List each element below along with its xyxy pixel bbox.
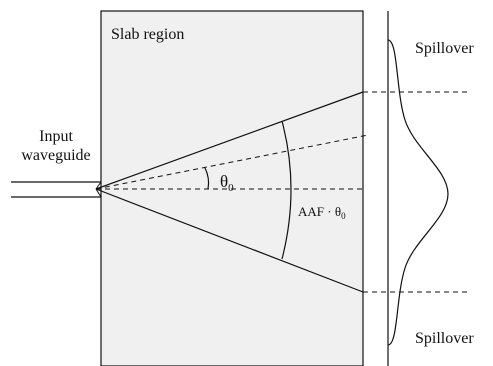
theta0-symbol: θ	[220, 172, 228, 191]
input-waveguide-label-line1: Input	[39, 128, 73, 145]
theta0-subscript: 0	[228, 182, 234, 194]
theta0-dashed-line	[95, 134, 369, 190]
field-distribution-curve	[387, 39, 449, 346]
input-waveguide-label-line2: waveguide	[21, 147, 90, 164]
fan-lower-boundary	[95, 188, 364, 293]
aaf-subscript: 0	[341, 211, 346, 221]
theta0-label: θ0	[220, 172, 234, 194]
spillover-bottom-label: Spillover	[415, 330, 474, 347]
spillover-top-label: Spillover	[415, 40, 474, 57]
waveguide-taper-top	[95, 181, 102, 190]
aaf-label: AAF · θ0	[298, 204, 346, 221]
theta0-arc	[204, 167, 210, 190]
aaf-text: AAF · θ	[298, 204, 341, 219]
waveguide-taper-bottom	[95, 188, 102, 198]
fan-upper-boundary	[95, 91, 364, 190]
aaf-arc	[281, 120, 292, 260]
slab-region-label: Slab region	[111, 26, 184, 43]
